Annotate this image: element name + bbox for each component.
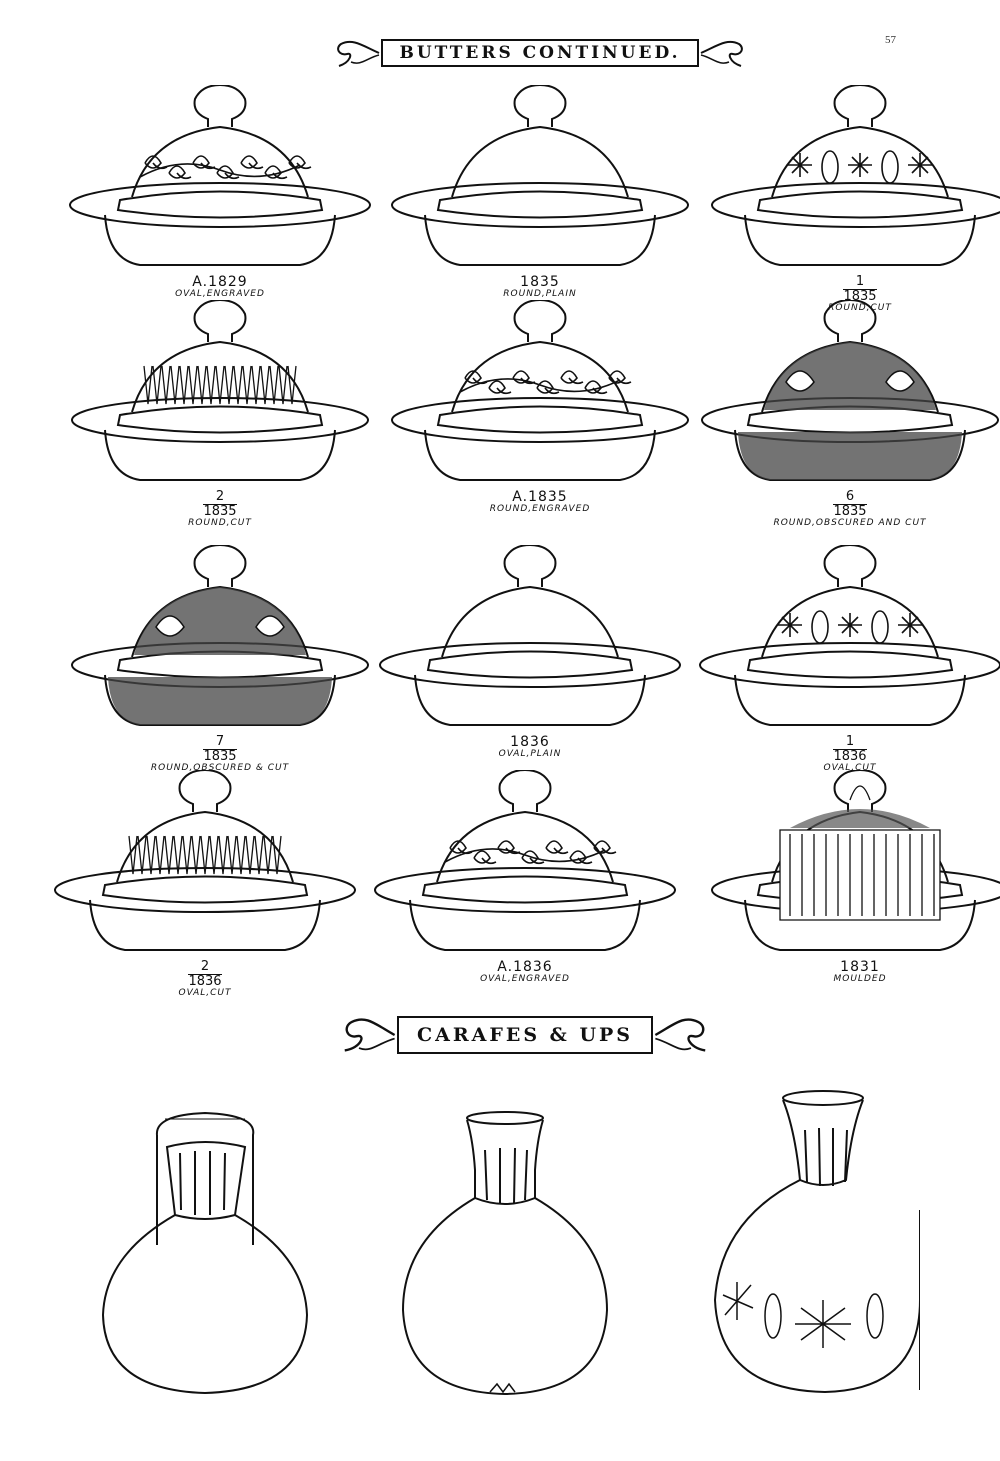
item-description: ROUND,OBSCURED & CUT xyxy=(150,763,290,774)
butter-dish-icon xyxy=(391,85,689,266)
butter-dish-icon xyxy=(379,545,681,726)
carafes-header-banner: CARAFES & UPS xyxy=(340,1000,710,1070)
butters-header-title: BUTTERS CONTINUED. xyxy=(381,39,699,67)
butter-dish-icon xyxy=(391,300,689,481)
item-pattern-number: 1836 xyxy=(188,973,222,989)
item-variant: 6 xyxy=(833,490,867,505)
item-pattern-number: 1835 xyxy=(203,748,237,764)
item-pattern-number: 1835 xyxy=(520,274,560,290)
butter-dish-icon xyxy=(54,770,356,951)
item-pattern-number: 1836 xyxy=(510,734,550,750)
item-description: OVAL,CUT xyxy=(823,763,877,774)
carafe-icon xyxy=(401,1111,609,1395)
ribbon-icon xyxy=(344,1018,396,1052)
item-description: ROUND,PLAIN xyxy=(503,288,577,299)
butter-dish-icon xyxy=(711,770,1000,951)
carafe-icon xyxy=(101,1111,309,1395)
item-pattern-number: A.1835 xyxy=(512,489,568,505)
butter-dish-icon xyxy=(699,545,1000,726)
item-variant: 1 xyxy=(833,735,867,750)
item-description: OVAL,CUT xyxy=(178,988,232,999)
item-pattern-number: 1836 xyxy=(833,748,867,764)
item-variant: 7 xyxy=(203,735,237,750)
item-description: MOULDED xyxy=(833,973,887,984)
item-variant: 1 xyxy=(843,275,877,290)
butter-dish-icon xyxy=(69,85,371,266)
ribbon-icon xyxy=(654,1018,706,1052)
item-description: ROUND,CUT xyxy=(828,303,892,314)
item-pattern-number: 1835 xyxy=(833,503,867,519)
item-description: OVAL,PLAIN xyxy=(498,748,562,759)
item-description: ROUND,OBSCURED AND CUT xyxy=(773,518,927,529)
item-variant: 2 xyxy=(188,960,222,975)
butters-header-banner: BUTTERS CONTINUED. xyxy=(300,32,780,74)
item-pattern-number: 1835 xyxy=(203,503,237,519)
item-description: OVAL,ENGRAVED xyxy=(175,288,265,299)
item-description: ROUND,ENGRAVED xyxy=(489,503,591,514)
ribbon-icon xyxy=(337,40,380,67)
butter-dish-icon xyxy=(711,85,1000,266)
item-description: ROUND,CUT xyxy=(188,518,252,529)
item-pattern-number: 1831 xyxy=(840,959,880,975)
ribbon-icon xyxy=(700,40,743,67)
butter-dish-icon xyxy=(71,545,369,726)
item-pattern-number: A.1836 xyxy=(497,959,553,975)
item-pattern-number: A.1829 xyxy=(192,274,248,290)
butter-dish-icon xyxy=(71,300,369,481)
item-description: OVAL,ENGRAVED xyxy=(480,973,570,984)
carafe-icon xyxy=(713,1090,920,1394)
butter-dish-icon xyxy=(374,770,676,951)
carafes-header-title: CARAFES & UPS xyxy=(396,1016,654,1054)
butter-dish-icon xyxy=(701,300,999,481)
item-variant: 2 xyxy=(203,490,237,505)
page-number: 57 xyxy=(885,34,896,46)
